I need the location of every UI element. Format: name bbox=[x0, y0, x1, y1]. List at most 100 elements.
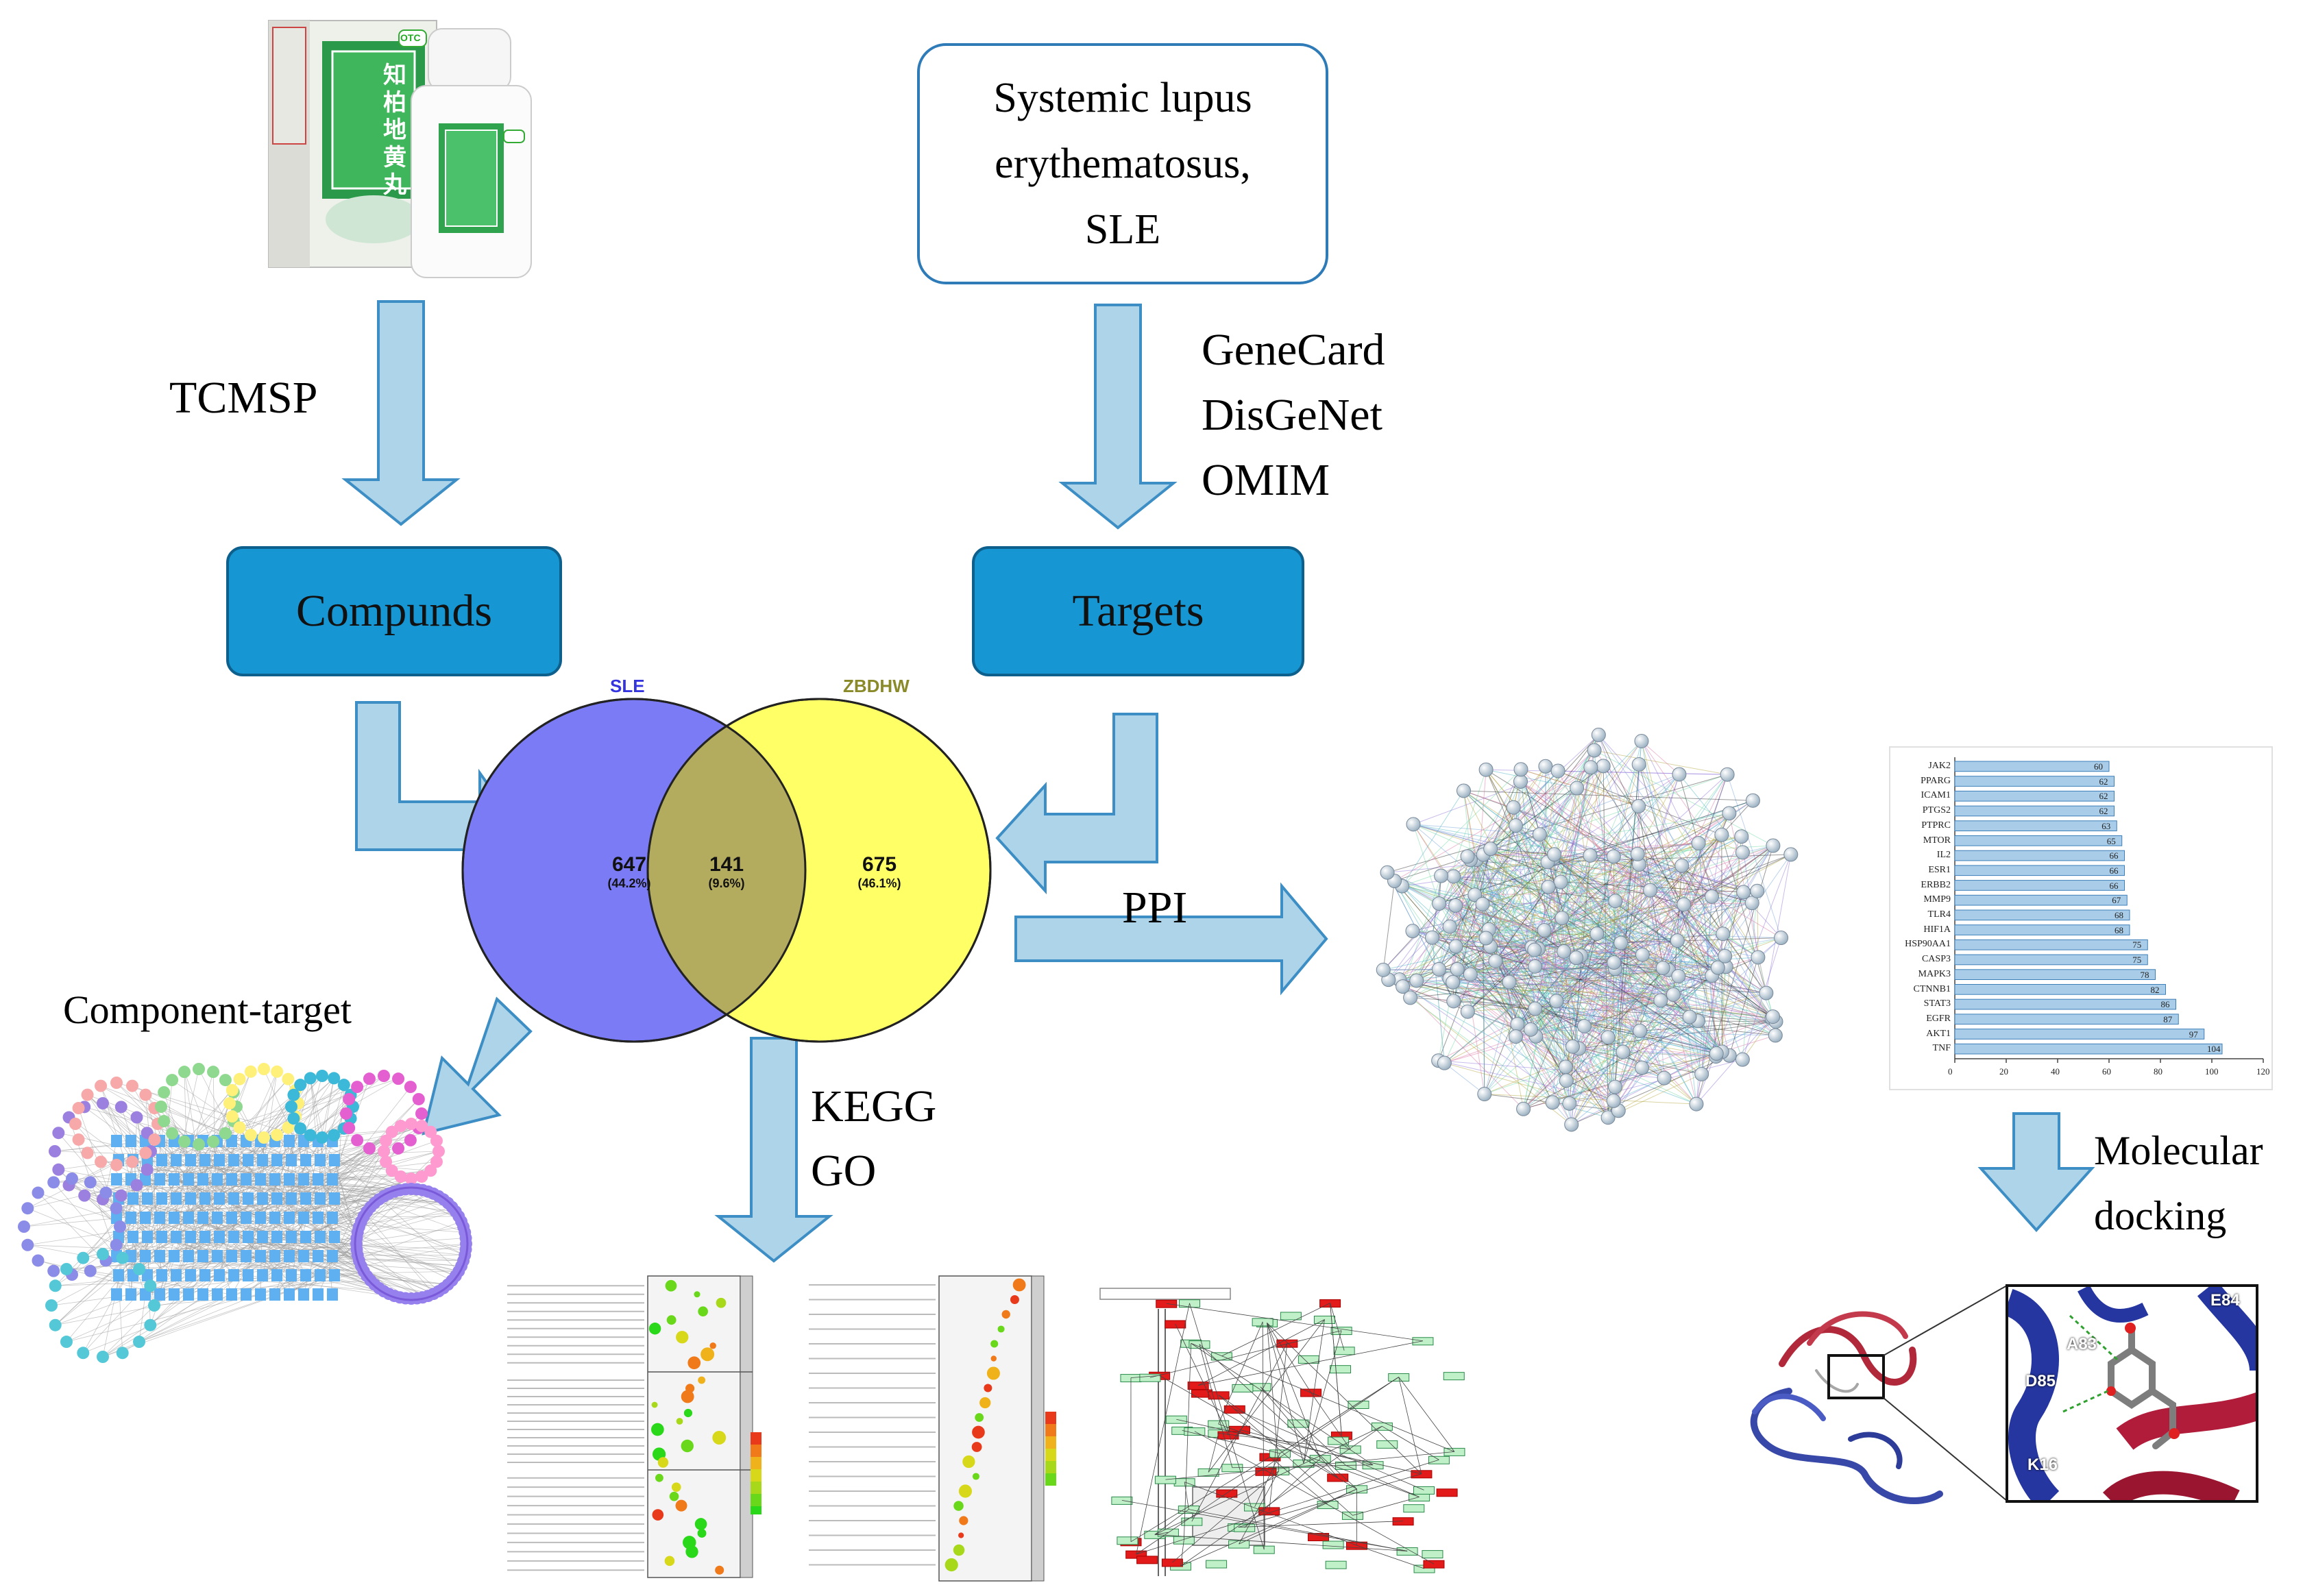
ppi-edge bbox=[1432, 937, 1661, 1001]
target-node bbox=[154, 1212, 165, 1224]
ppi-edge bbox=[1474, 894, 1716, 1057]
pathway-edge bbox=[1183, 1343, 1192, 1540]
ppi-edge bbox=[1449, 940, 1678, 979]
target-node bbox=[271, 1192, 282, 1205]
ppi-edge bbox=[1594, 750, 1712, 897]
ppi-node bbox=[1446, 869, 1461, 884]
network-edge bbox=[138, 1275, 278, 1342]
ppi-edge bbox=[1413, 824, 1484, 855]
ppi-edge bbox=[1565, 856, 1614, 1068]
ppi-edge bbox=[1641, 741, 1680, 775]
target-node bbox=[269, 1288, 280, 1301]
ppi-edge bbox=[1531, 765, 1604, 948]
ppi-edge bbox=[1495, 961, 1717, 1054]
bar-pparg bbox=[1954, 776, 2115, 787]
ppi-edge bbox=[1576, 957, 1665, 1079]
go-dot bbox=[651, 1401, 658, 1408]
ppi-edge bbox=[1453, 876, 1566, 1068]
ppi-edge bbox=[1515, 825, 1614, 857]
network-edge bbox=[319, 1198, 465, 1256]
target-node bbox=[284, 1212, 295, 1224]
ppi-edge bbox=[1556, 774, 1728, 1002]
bar-label: MMP9 bbox=[1923, 894, 1951, 905]
target-node bbox=[169, 1288, 180, 1301]
pathway-gene-box bbox=[1325, 1560, 1347, 1569]
ppi-edge bbox=[1490, 848, 1563, 919]
compound-node bbox=[294, 1122, 307, 1135]
ppi-edge bbox=[1571, 1020, 1698, 1125]
ppi-edge bbox=[1571, 1031, 1641, 1125]
ppi-edge bbox=[1402, 875, 1442, 987]
compound-node bbox=[139, 1146, 152, 1159]
target-node bbox=[255, 1250, 266, 1262]
pathway-gene-box bbox=[1396, 1547, 1418, 1556]
ppi-edge bbox=[1523, 955, 1582, 1109]
ppi-edge bbox=[1470, 770, 1487, 974]
bar-tlr4 bbox=[1954, 909, 2130, 921]
ppi-edge bbox=[1388, 900, 1616, 981]
compound-node bbox=[32, 1254, 45, 1267]
ppi-node bbox=[1745, 793, 1760, 808]
down-arrow-genecard bbox=[1058, 304, 1178, 530]
ppi-edge bbox=[1679, 774, 1743, 853]
ppi-edge bbox=[1561, 767, 1592, 918]
target-node bbox=[313, 1250, 324, 1262]
ppi-edge bbox=[1563, 865, 1683, 952]
ppi-edge bbox=[1523, 892, 1744, 1109]
ppi-edge bbox=[1485, 769, 1698, 1022]
ppi-edge bbox=[1432, 937, 1616, 1088]
ppi-edge bbox=[1576, 957, 1698, 1022]
bar-label: TLR4 bbox=[1927, 909, 1951, 920]
bar-label: ICAM1 bbox=[1921, 790, 1951, 801]
target-node bbox=[226, 1212, 237, 1224]
ppi-edge bbox=[1441, 875, 1712, 897]
ppi-edge bbox=[1388, 787, 1578, 981]
ppi-edge bbox=[1399, 979, 1766, 994]
ppi-edge bbox=[1470, 859, 1573, 1047]
ppi-edge bbox=[1488, 929, 1616, 1088]
ppi-node bbox=[1653, 993, 1668, 1008]
pathway-gene-box bbox=[1409, 1493, 1430, 1502]
bar-value: 82 bbox=[2150, 984, 2160, 995]
ppi-node bbox=[1405, 924, 1420, 939]
ppi-edge bbox=[1513, 807, 1609, 1118]
compound-node bbox=[415, 1120, 428, 1133]
ppi-edge bbox=[1476, 859, 1567, 1081]
pathway-edge bbox=[1238, 1521, 1404, 1527]
ppi-edge bbox=[1569, 855, 1591, 1104]
bar-value: 75 bbox=[2132, 940, 2142, 950]
target-node bbox=[183, 1250, 194, 1262]
ppi-node bbox=[1783, 847, 1799, 862]
go-dot bbox=[657, 1457, 669, 1468]
ppi-node bbox=[1606, 849, 1621, 864]
ppi-edge bbox=[1579, 1048, 1665, 1079]
pathway-gene-box bbox=[1328, 1436, 1350, 1445]
ppi-edge bbox=[1444, 1062, 1485, 1094]
ppi-edge bbox=[1613, 845, 1774, 963]
ppi-node bbox=[1774, 931, 1789, 946]
ppi-node bbox=[1559, 1073, 1574, 1088]
target-node bbox=[228, 1154, 239, 1166]
ppi-edge bbox=[1441, 842, 1699, 876]
compound-node bbox=[244, 1065, 257, 1078]
compound-node bbox=[405, 1173, 417, 1185]
ppi-edge bbox=[1641, 741, 1767, 994]
ppi-edge bbox=[1388, 859, 1477, 980]
ppi-edge bbox=[1449, 854, 1484, 979]
ppi-edge bbox=[1476, 859, 1717, 1054]
ppi-edge bbox=[1515, 825, 1570, 1104]
ppi-edge bbox=[1664, 1053, 1717, 1079]
network-edge bbox=[188, 1090, 233, 1257]
ppi-edge bbox=[1452, 981, 1619, 1112]
ppi-node bbox=[1714, 827, 1729, 842]
target-node bbox=[300, 1269, 311, 1281]
bar-il2 bbox=[1954, 850, 2125, 861]
ppi-node bbox=[1456, 783, 1471, 798]
ppi-edge bbox=[1509, 981, 1674, 995]
ppi-edge bbox=[1547, 842, 1699, 863]
pathway-edge bbox=[1130, 1375, 1160, 1378]
network-edge bbox=[202, 1217, 459, 1272]
ppi-edge bbox=[1613, 836, 1742, 1101]
component-target-network bbox=[18, 1063, 472, 1363]
ppi-node bbox=[1630, 846, 1645, 861]
